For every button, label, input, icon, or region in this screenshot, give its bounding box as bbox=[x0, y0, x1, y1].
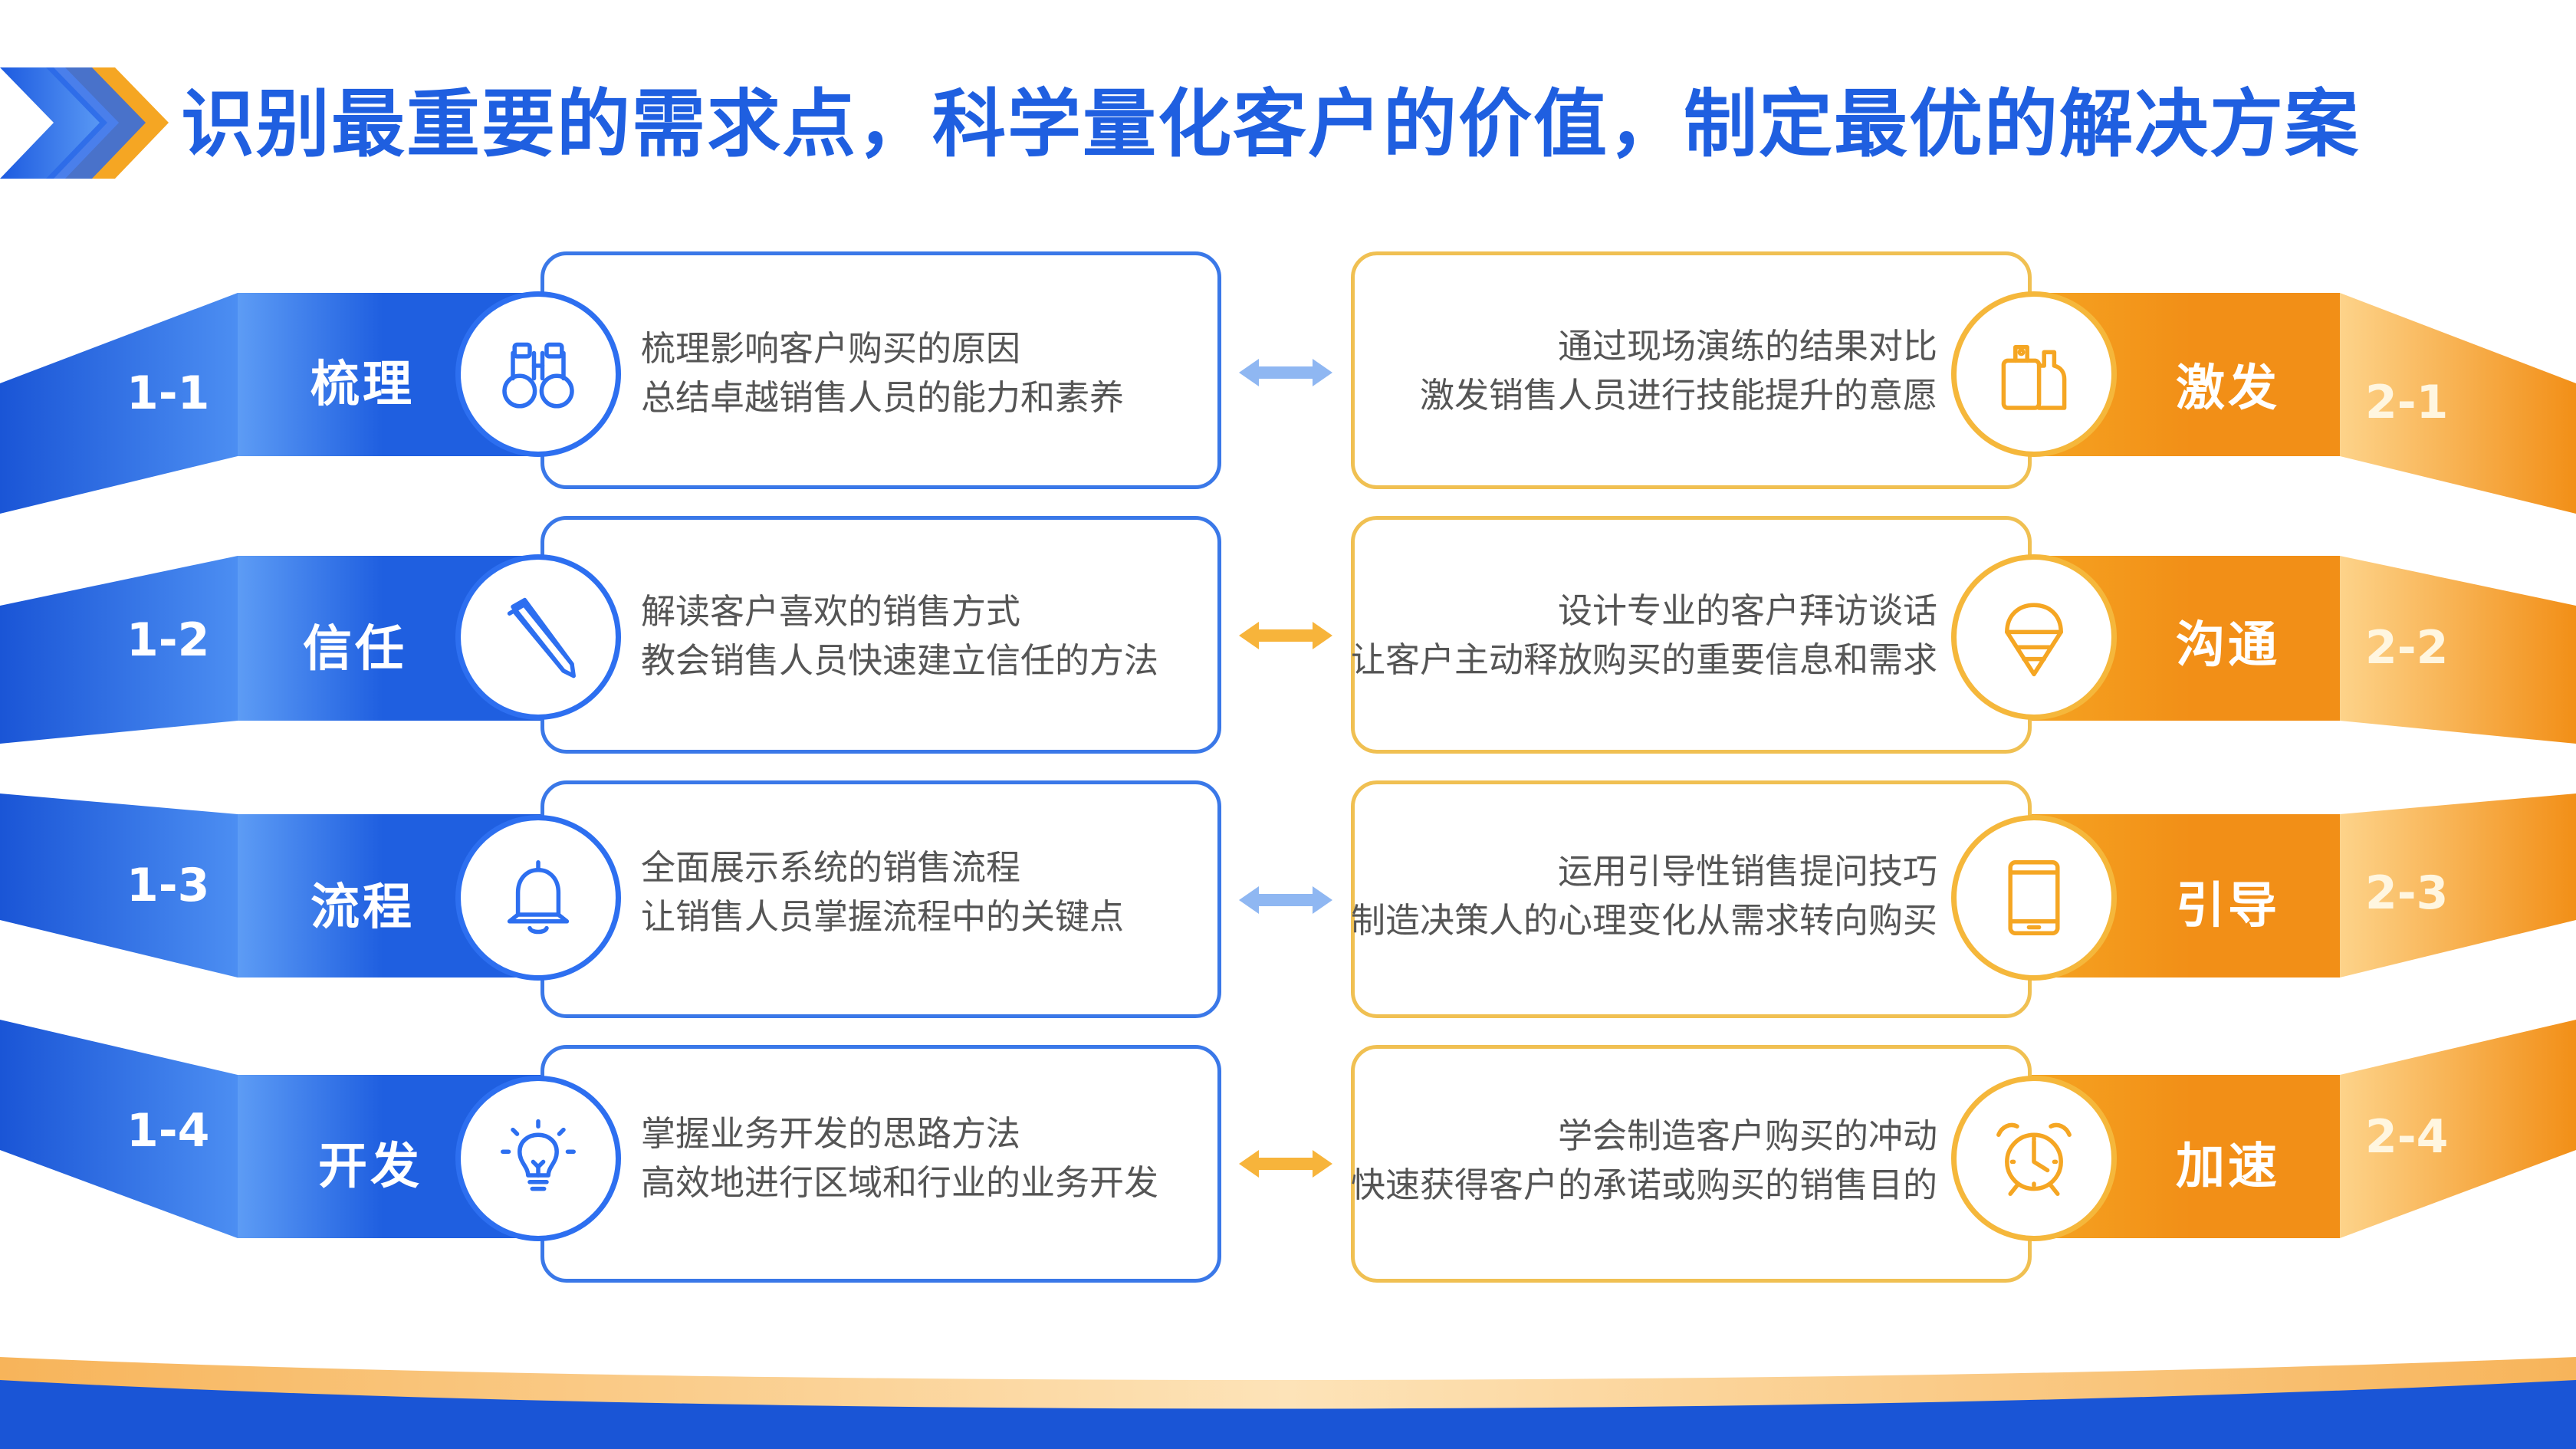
item-number-1-3: 1-3 bbox=[127, 859, 210, 912]
card-2-3 bbox=[1351, 780, 2032, 1018]
bell-icon bbox=[507, 860, 570, 935]
card-2-1 bbox=[1351, 251, 2032, 489]
right-ribbons bbox=[2009, 293, 2576, 1238]
description-2-3: 运用引导性销售提问技巧制造决策人的心理变化从需求转向购买 bbox=[1350, 851, 1937, 941]
item-number-1-2: 1-2 bbox=[127, 613, 210, 667]
item-label-1-4: 开发 bbox=[318, 1138, 422, 1195]
item-label-2-1: 激发 bbox=[2176, 360, 2280, 417]
icon-circle-1-4 bbox=[455, 1076, 621, 1241]
item-number-1-4: 1-4 bbox=[127, 1104, 210, 1158]
description-1-1: 梳理影响客户购买的原因总结卓越销售人员的能力和素养 bbox=[641, 328, 1125, 418]
card-1-4 bbox=[540, 1045, 1221, 1283]
card-1-3 bbox=[540, 780, 1221, 1018]
item-number-2-4: 2-4 bbox=[2365, 1110, 2449, 1164]
icon-circle-1-3 bbox=[455, 815, 621, 981]
item-label-2-3: 引导 bbox=[2176, 878, 2280, 935]
icon-circle-2-4 bbox=[1951, 1076, 2117, 1241]
item-label-1-1: 梳理 bbox=[310, 356, 415, 413]
icon-circle-1-1 bbox=[455, 291, 621, 457]
double-arrow-4 bbox=[1239, 1150, 1332, 1178]
tablet-icon bbox=[2008, 860, 2060, 935]
double-arrow-3 bbox=[1239, 886, 1332, 914]
description-1-3: 全面展示系统的销售流程让销售人员掌握流程中的关键点 bbox=[641, 847, 1125, 937]
logo-icon bbox=[0, 67, 169, 179]
item-number-2-1: 2-1 bbox=[2365, 376, 2449, 429]
cutting-boards-icon bbox=[2001, 345, 2067, 410]
page-title: 识别最重要的需求点，科学量化客户的价值，制定最优的解决方案 bbox=[181, 81, 2360, 167]
item-label-2-2: 沟通 bbox=[2176, 617, 2280, 674]
ice-cream-cone-icon bbox=[2005, 603, 2063, 677]
double-arrow-1 bbox=[1239, 359, 1332, 386]
lightbulb-icon bbox=[501, 1119, 576, 1191]
description-2-4: 学会制造客户购买的冲动快速获得客户的承诺或购买的销售目的 bbox=[1350, 1116, 1937, 1205]
card-1-1 bbox=[540, 251, 1221, 489]
icon-circle-2-2 bbox=[1951, 554, 2117, 720]
description-1-2: 解读客户喜欢的销售方式教会销售人员快速建立信任的方法 bbox=[641, 591, 1159, 681]
card-2-2 bbox=[1351, 516, 2032, 754]
item-label-1-2: 信任 bbox=[303, 621, 407, 678]
description-2-2: 设计专业的客户拜访谈话让客户主动释放购买的重要信息和需求 bbox=[1350, 590, 1937, 680]
icon-circle-2-1 bbox=[1951, 291, 2117, 457]
description-1-4: 掌握业务开发的思路方法高效地进行区域和行业的业务开发 bbox=[641, 1113, 1159, 1203]
item-number-2-3: 2-3 bbox=[2365, 866, 2449, 920]
icon-circle-2-3 bbox=[1951, 815, 2117, 981]
icon-circle-1-2 bbox=[455, 554, 621, 720]
bottom-wave bbox=[0, 1357, 2576, 1449]
double-arrow-2 bbox=[1239, 622, 1332, 649]
alarm-clock-icon bbox=[1996, 1122, 2072, 1196]
description-2-1: 通过现场演练的结果对比激发销售人员进行技能提升的意愿 bbox=[1419, 326, 1937, 416]
binoculars-icon bbox=[502, 342, 574, 409]
item-number-1-1: 1-1 bbox=[127, 366, 210, 420]
item-number-2-2: 2-2 bbox=[2365, 621, 2449, 675]
card-2-4 bbox=[1351, 1045, 2032, 1283]
left-ribbons bbox=[0, 293, 560, 1238]
item-label-1-3: 流程 bbox=[310, 879, 415, 936]
pencil-icon bbox=[507, 597, 576, 678]
item-label-2-4: 加速 bbox=[2176, 1138, 2280, 1195]
